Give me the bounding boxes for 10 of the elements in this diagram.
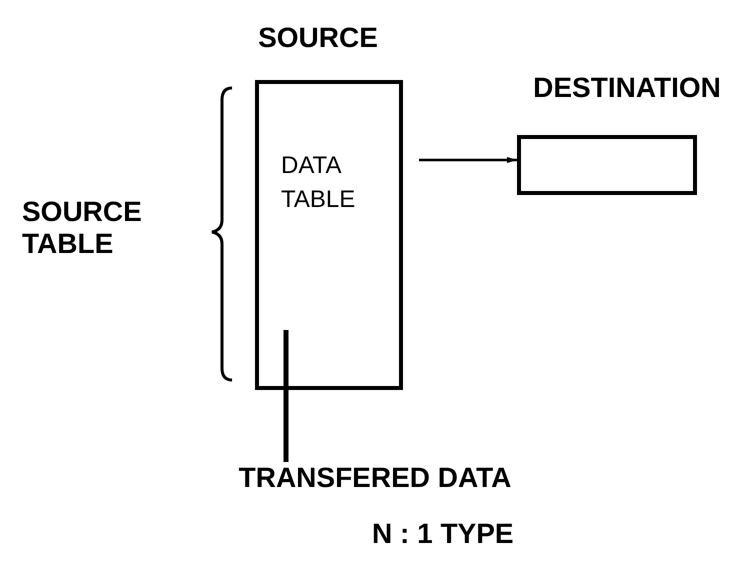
bracket-label: SOURCE TABLE	[22, 196, 143, 260]
leader-line	[284, 330, 288, 462]
box-text: DATA TABLE	[281, 151, 356, 215]
box-heading: SOURCE	[258, 22, 378, 54]
destination-box	[517, 135, 697, 195]
leader-text: TRANSFERED DATA	[238, 462, 512, 494]
arrow	[419, 157, 517, 163]
data-table-box	[255, 80, 403, 390]
box-heading: DESTINATION	[533, 72, 721, 104]
caption: N : 1 TYPE	[372, 518, 514, 550]
